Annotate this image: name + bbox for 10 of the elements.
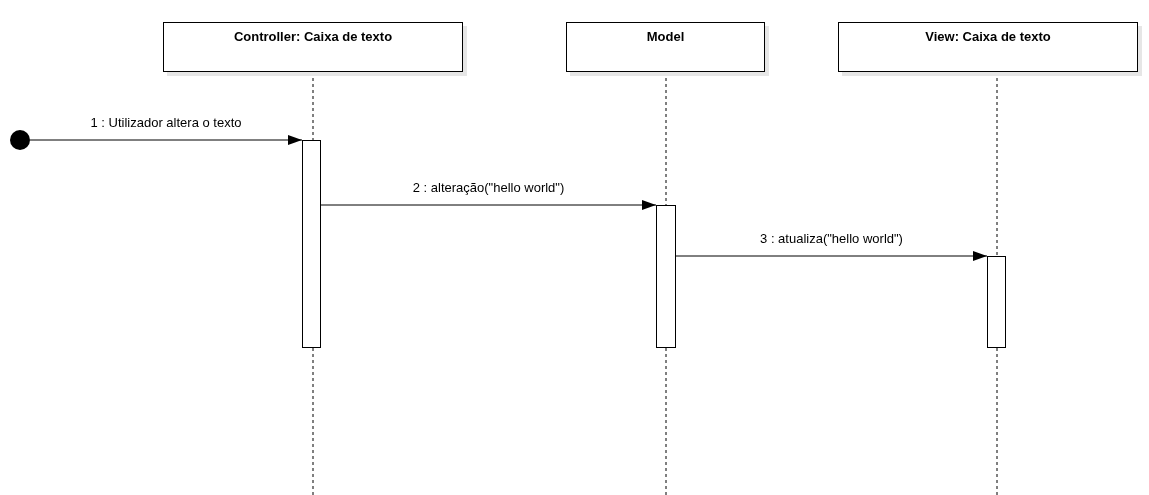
- message-arrow: [320, 200, 657, 210]
- activation-bar: [302, 140, 321, 348]
- message-arrow: [675, 251, 988, 261]
- start-circle: [10, 130, 30, 150]
- activation-bar: [656, 205, 676, 348]
- activation-bar: [987, 256, 1006, 348]
- message-label: 3 : atualiza("hello world"): [758, 231, 905, 246]
- message-label: 1 : Utilizador altera o texto: [88, 115, 244, 130]
- message-label: 2 : alteração("hello world"): [410, 180, 567, 195]
- message-arrow: [29, 135, 303, 145]
